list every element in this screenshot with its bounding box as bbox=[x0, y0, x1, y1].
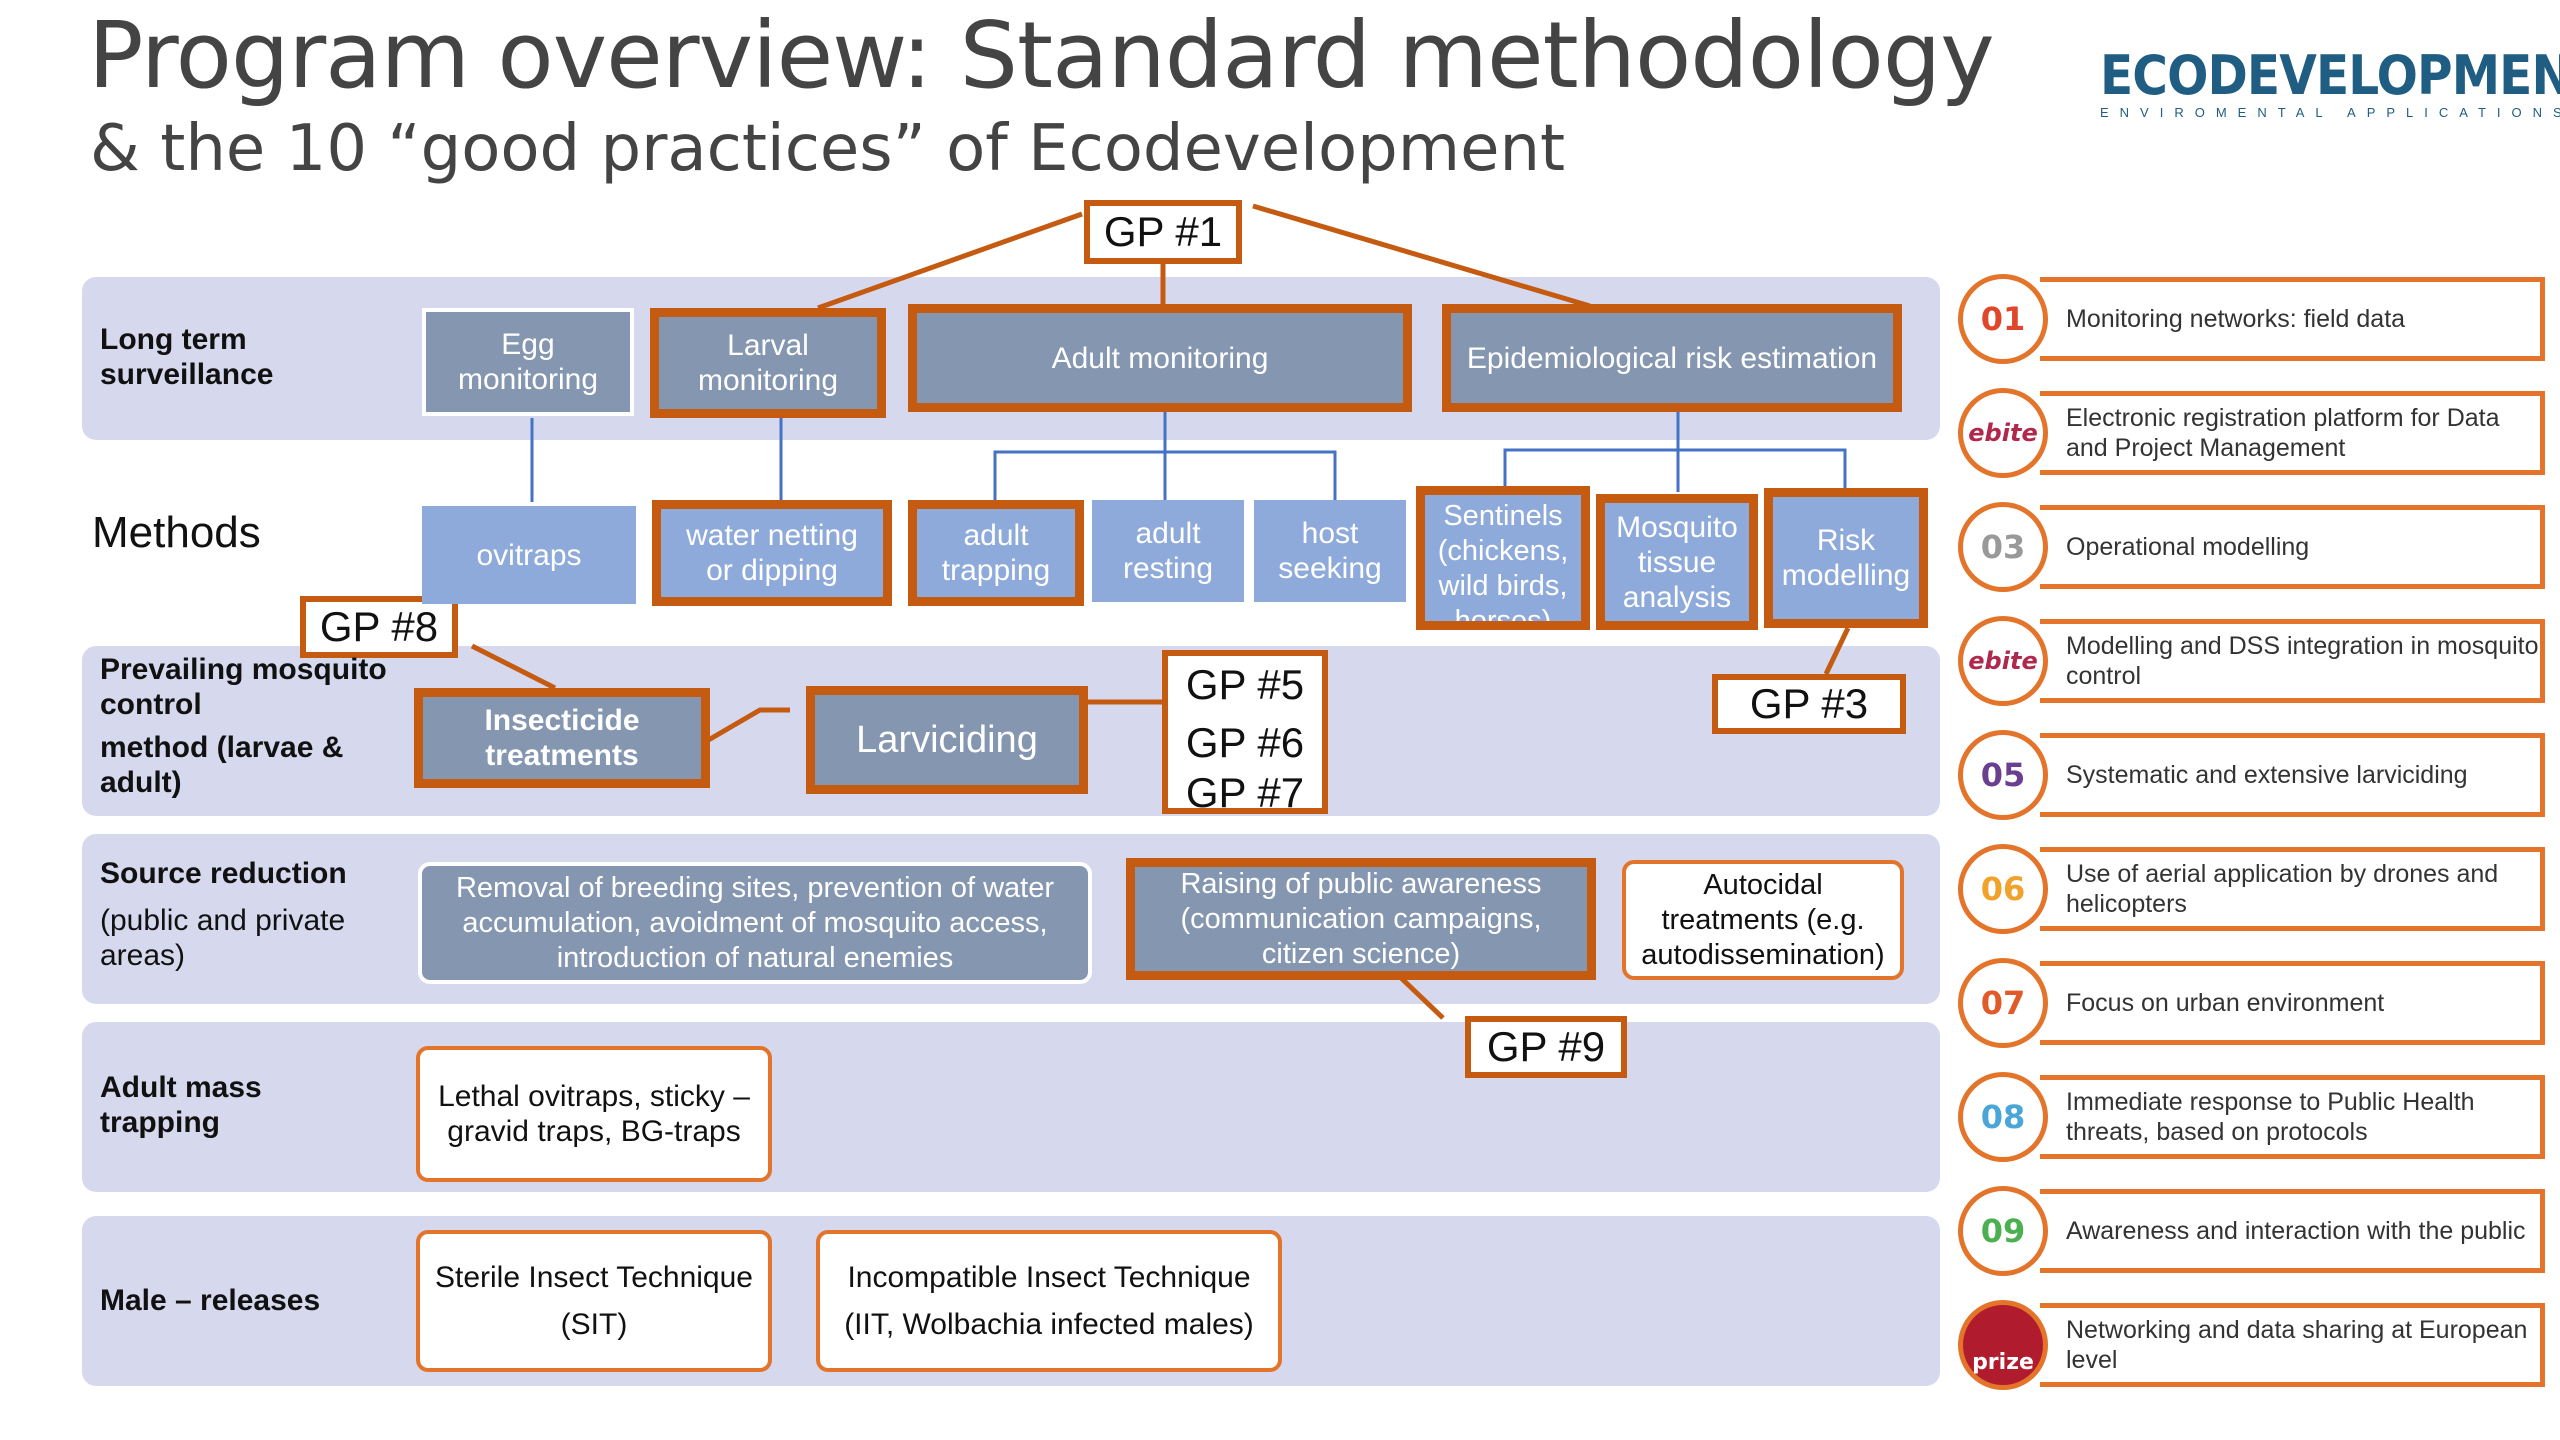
logo-wordmark: ECODEVELOPMENT bbox=[2100, 44, 2560, 107]
gp3-label: GP #3 bbox=[1712, 674, 1906, 734]
band-mass bbox=[82, 1022, 1940, 1192]
adult-resting-box: adult resting bbox=[1092, 500, 1244, 602]
larviciding-box: Larviciding bbox=[806, 686, 1088, 794]
row-label-source: Source reduction (public and private are… bbox=[100, 857, 347, 972]
iit-box: Incompatible Insect Technique (IIT, Wolb… bbox=[816, 1230, 1282, 1372]
gp8-label: GP #8 bbox=[300, 596, 458, 658]
logo-tagline: ENVIROMENTAL APPLICATIONS bbox=[2100, 105, 2560, 120]
good-practice-item: Operational modelling bbox=[2040, 505, 2545, 589]
good-practice-item: Immediate response to Public Health thre… bbox=[2040, 1075, 2545, 1159]
epidemiological-risk-box: Epidemiological risk estimation bbox=[1442, 304, 1902, 412]
row-label-male: Male – releases bbox=[100, 1284, 321, 1317]
gp1-line-epi bbox=[1252, 203, 1591, 309]
adult-monitoring-box: Adult monitoring bbox=[908, 304, 1412, 412]
methods-label: Methods bbox=[92, 508, 261, 557]
good-practice-badge: 01 bbox=[1958, 274, 2048, 364]
good-practice-badge: 05 bbox=[1958, 730, 2048, 820]
risk-modelling-box: Risk modelling bbox=[1764, 488, 1928, 628]
logo-eco: ECO bbox=[2100, 44, 2208, 107]
water-netting-box: water netting or dipping bbox=[652, 500, 892, 606]
gp6-label: GP #6 bbox=[1185, 719, 1305, 766]
gp1-label: GP #1 bbox=[1084, 200, 1242, 264]
gp7-label: GP #7 bbox=[1185, 769, 1305, 816]
page-title: Program overview: Standard methodology bbox=[88, 2, 1995, 109]
autocidal-box: Autocidal treatments (e.g. autodissemina… bbox=[1622, 860, 1904, 980]
good-practice-item: Awareness and interaction with the publi… bbox=[2040, 1189, 2545, 1273]
adult-trapping-box: adult trapping bbox=[908, 500, 1084, 606]
good-practice-text: Immediate response to Public Health thre… bbox=[2066, 1088, 2475, 1146]
sentinels-box: Sentinels (chickens, wild birds, horses) bbox=[1416, 486, 1590, 630]
good-practice-text: Systematic and extensive larviciding bbox=[2066, 761, 2468, 789]
sit-line2: (SIT) bbox=[560, 1308, 628, 1341]
good-practice-item: Focus on urban environment bbox=[2040, 961, 2545, 1045]
good-practice-badge: 06 bbox=[1958, 844, 2048, 934]
good-practice-badge: 08 bbox=[1958, 1072, 2048, 1162]
lethal-ovitraps-box: Lethal ovitraps, sticky – gravid traps, … bbox=[416, 1046, 772, 1182]
good-practice-badge: 09 bbox=[1958, 1186, 2048, 1276]
good-practice-badge: ebite bbox=[1958, 616, 2048, 706]
sit-line1: Sterile Insect Technique bbox=[435, 1261, 753, 1294]
good-practice-badge: ebite bbox=[1958, 388, 2048, 478]
epi-branch-line bbox=[1503, 448, 1847, 492]
good-practice-text: Modelling and DSS integration in mosquit… bbox=[2066, 632, 2539, 690]
good-practice-item: Use of aerial application by drones and … bbox=[2040, 847, 2545, 931]
removal-breeding-box: Removal of breeding sites, prevention of… bbox=[418, 862, 1092, 984]
gp8-line bbox=[470, 643, 557, 691]
mosquito-tissue-box: Mosquito tissue analysis bbox=[1596, 494, 1758, 630]
gp5-6-7-label: GP #5 GP #6 GP #7 bbox=[1162, 650, 1328, 814]
larval-monitoring-box: Larval monitoring bbox=[650, 308, 886, 418]
gp5-label: GP #5 bbox=[1185, 661, 1305, 708]
gp1-line-larval bbox=[817, 211, 1083, 311]
ovitraps-box: ovitraps bbox=[422, 506, 636, 604]
good-practice-item: Networking and data sharing at European … bbox=[2040, 1303, 2545, 1387]
good-practice-text: Monitoring networks: field data bbox=[2066, 305, 2406, 333]
good-practice-item: Systematic and extensive larviciding bbox=[2040, 733, 2545, 817]
good-practice-item: Electronic registration platform for Dat… bbox=[2040, 391, 2545, 475]
row-label-mass: Adult mass trapping bbox=[100, 1071, 262, 1139]
good-practice-item: Modelling and DSS integration in mosquit… bbox=[2040, 619, 2545, 703]
good-practice-text: Operational modelling bbox=[2066, 533, 2310, 561]
page-subtitle: & the 10 “good practices” of Ecodevelopm… bbox=[90, 112, 1566, 186]
insecticide-label: Insecticide treatments bbox=[484, 704, 640, 772]
iit-line2: (IIT, Wolbachia infected males) bbox=[844, 1308, 1254, 1341]
good-practice-badge: prize bbox=[1958, 1300, 2048, 1390]
logo-development: DEVELOPMENT bbox=[2207, 44, 2560, 107]
good-practice-text: Awareness and interaction with the publi… bbox=[2066, 1217, 2526, 1245]
row-label-prevailing: Prevailing mosquito control method (larv… bbox=[100, 653, 387, 799]
ecodevelopment-logo: ECODEVELOPMENT ENVIROMENTAL APPLICATIONS bbox=[2100, 44, 2560, 124]
insecticide-treatments-box: Insecticide treatments bbox=[414, 688, 710, 788]
good-practice-item: Monitoring networks: field data bbox=[2040, 277, 2545, 361]
host-seeking-box: host seeking bbox=[1254, 500, 1406, 602]
good-practice-text: Electronic registration platform for Dat… bbox=[2066, 404, 2500, 462]
gp9-label: GP #9 bbox=[1465, 1016, 1627, 1078]
good-practice-text: Focus on urban environment bbox=[2066, 989, 2385, 1017]
row-label-surveillance: Long term surveillance bbox=[100, 323, 274, 391]
good-practice-badge: 07 bbox=[1958, 958, 2048, 1048]
good-practice-text: Use of aerial application by drones and … bbox=[2066, 860, 2499, 918]
gp9-line bbox=[1396, 973, 1445, 1020]
gp3-line bbox=[1823, 626, 1851, 676]
sit-box: Sterile Insect Technique (SIT) bbox=[416, 1230, 772, 1372]
good-practice-badge: 03 bbox=[1958, 502, 2048, 592]
iit-line1: Incompatible Insect Technique bbox=[847, 1261, 1251, 1294]
good-practice-text: Networking and data sharing at European … bbox=[2066, 1316, 2528, 1374]
egg-monitoring-box: Egg monitoring bbox=[422, 308, 634, 416]
insecticide-larviciding-line bbox=[703, 707, 790, 745]
public-awareness-box: Raising of public awareness (communicati… bbox=[1126, 858, 1596, 980]
